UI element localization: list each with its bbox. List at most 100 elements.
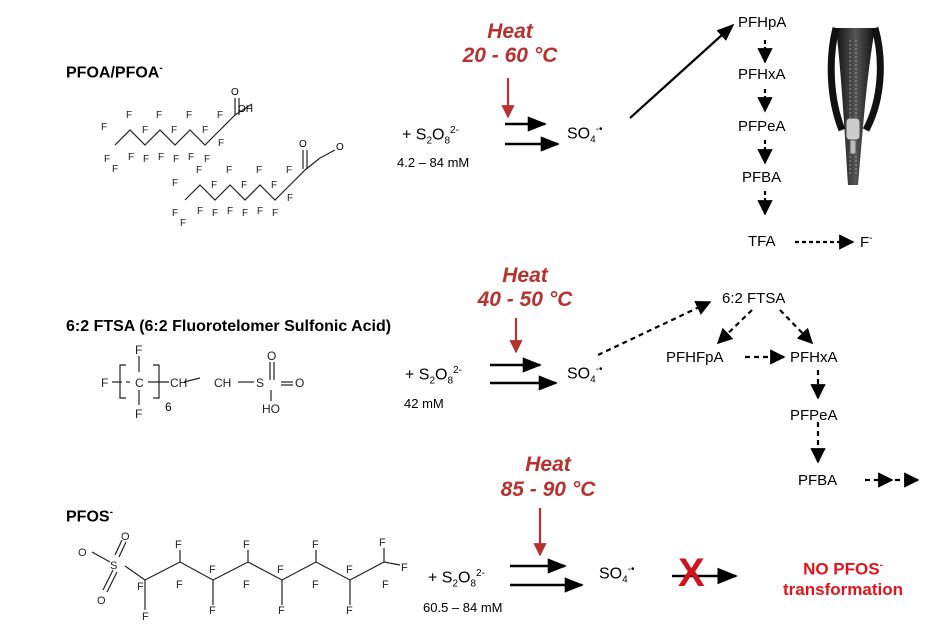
blocked-x-icon: X [678, 551, 705, 595]
persulfate-reagent-3: + S2O82- [428, 568, 485, 590]
radical-to-pfhpa-arrow [629, 23, 735, 119]
concentration-1: 4.2 – 84 mM [397, 155, 470, 170]
svg-text:F: F [257, 206, 263, 217]
product-pfhxa-2: PFHxA [790, 349, 838, 366]
pfoa-title: PFOA/PFOA- [66, 63, 163, 82]
product-pfba-2: PFBA [798, 472, 838, 489]
svg-text:F: F [172, 178, 178, 189]
product-pfpea: PFPeA [738, 118, 786, 135]
svg-text:F: F [196, 165, 202, 176]
heat-range-1: 20 - 60 °C [462, 44, 558, 67]
zipper-icon [827, 27, 884, 185]
pfos-atoms: O S O O FF FF FF FF FF FF FF FFF [78, 531, 408, 623]
svg-text:F: F [401, 562, 408, 574]
svg-text:F: F [137, 581, 144, 593]
ftsa-chain-arrows [597, 300, 920, 488]
svg-text:F: F [379, 537, 386, 549]
product-pfhpa: PFHpA [738, 14, 787, 31]
pfoa-fluorines: FFF FF FF FF FF FF FF FF FFF FF FF FF FF… [101, 110, 293, 229]
svg-text:F: F [175, 539, 182, 551]
svg-text:F: F [176, 579, 183, 591]
svg-text:F: F [180, 218, 186, 229]
svg-text:O: O [295, 376, 304, 390]
heat-label-3: Heat [525, 453, 571, 476]
svg-text:F: F [256, 165, 262, 176]
product-tfa: TFA [748, 233, 776, 250]
svg-text:F: F [272, 208, 278, 219]
svg-text:F: F [226, 165, 232, 176]
svg-text:F: F [142, 125, 148, 136]
product-ftsa: 6:2 FTSA [722, 290, 786, 307]
svg-text:F: F [212, 208, 218, 219]
ftsa-repeat-subscript: 6 [165, 400, 172, 414]
svg-text:CH: CH [214, 376, 231, 390]
svg-text:F: F [158, 152, 164, 163]
svg-text:F: F [204, 154, 210, 165]
product-pfhxa: PFHxA [738, 66, 786, 83]
svg-text:F: F [186, 110, 192, 121]
svg-text:F: F [101, 376, 108, 390]
svg-text:F: F [286, 165, 292, 176]
concentration-3: 60.5 – 84 mM [423, 600, 503, 615]
product-fluoride: F- [860, 233, 873, 251]
svg-text:F: F [101, 122, 107, 133]
svg-text:F: F [112, 164, 118, 175]
svg-text:S: S [110, 560, 117, 572]
pfoa-oxygen-2: O [299, 139, 307, 150]
svg-text:F: F [128, 152, 134, 163]
sulfate-radical-3: SO4-• [599, 564, 635, 586]
svg-text:F: F [202, 125, 208, 136]
pfos-structure [91, 539, 401, 610]
svg-text:F: F [287, 193, 293, 204]
persulfate-reagent-2: + S2O82- [405, 365, 462, 387]
product-pfba: PFBA [742, 169, 782, 186]
svg-text:CH: CH [170, 376, 187, 390]
svg-text:F: F [156, 110, 162, 121]
concentration-2: 42 mM [404, 396, 444, 411]
heat-range-3: 85 - 90 °C [500, 478, 596, 501]
svg-text:F: F [188, 152, 194, 163]
svg-text:F: F [241, 180, 247, 191]
heat-label-2: Heat [502, 264, 548, 287]
svg-text:F: F [173, 154, 179, 165]
svg-text:HO: HO [262, 402, 280, 416]
svg-text:F: F [172, 208, 178, 219]
svg-text:F: F [211, 180, 217, 191]
svg-text:F: F [243, 579, 250, 591]
svg-text:F: F [271, 180, 277, 191]
svg-text:O: O [121, 531, 130, 543]
svg-text:F: F [243, 539, 250, 551]
no-transformation-label: NO PFOS-transformation [783, 559, 903, 599]
pfoa-anion-label: O [336, 142, 344, 153]
sulfate-radical-2: SO4-• [567, 364, 603, 386]
svg-text:F: F [209, 564, 216, 576]
svg-text:O: O [267, 349, 276, 363]
svg-text:F: F [278, 605, 285, 617]
persulfate-reagent-1: + S2O82- [402, 125, 459, 147]
svg-text:O: O [97, 595, 106, 607]
svg-text:F: F [135, 343, 142, 357]
svg-text:F: F [346, 564, 353, 576]
heat-range-2: 40 - 50 °C [477, 288, 573, 311]
ftsa-atoms: F F C F CH CH S O O HO [101, 343, 304, 421]
svg-text:F: F [312, 539, 319, 551]
svg-text:C: C [135, 376, 144, 390]
svg-text:F: F [346, 605, 353, 617]
svg-text:F: F [218, 138, 224, 149]
ftsa-title: 6:2 FTSA (6:2 Fluorotelomer Sulfonic Aci… [66, 318, 392, 335]
product-pfhfpa: PFHFpA [666, 349, 724, 366]
svg-text:F: F [142, 611, 149, 623]
svg-text:F: F [209, 605, 216, 617]
svg-text:F: F [104, 154, 110, 165]
pfoa-oxygen-1: O [231, 87, 239, 98]
svg-text:F: F [197, 206, 203, 217]
pfos-title: PFOS- [66, 507, 113, 526]
svg-text:F: F [227, 206, 233, 217]
ftsa-structure [112, 356, 293, 405]
svg-text:F: F [242, 208, 248, 219]
sulfate-radical-1: SO4-• [567, 124, 603, 146]
svg-text:F: F [135, 407, 142, 421]
svg-text:F: F [277, 564, 284, 576]
svg-text:F: F [382, 579, 389, 591]
